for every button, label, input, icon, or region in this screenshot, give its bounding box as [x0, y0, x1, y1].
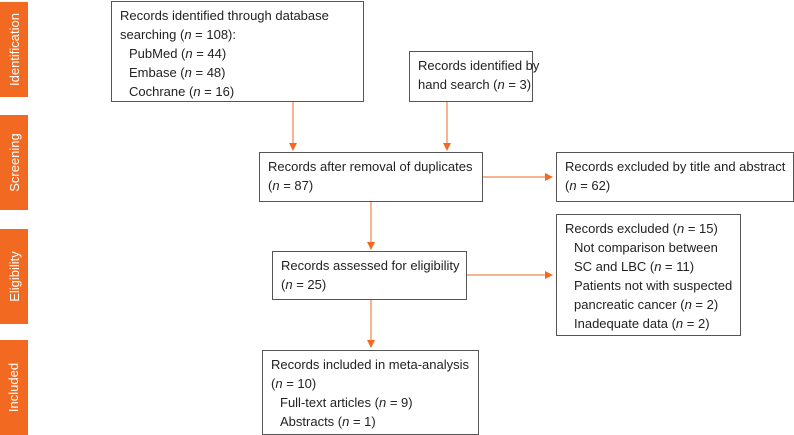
- after-duplicates-line1: Records after removal of duplicates: [268, 159, 473, 174]
- box-database-records: Records identified through database sear…: [111, 1, 364, 102]
- hand-search-line2: hand search (n = 3): [418, 77, 532, 92]
- included-line1: Records included in meta-analysis: [271, 357, 469, 372]
- reason-not-suspected-line2: pancreatic cancer (n = 2): [574, 297, 719, 312]
- source-embase: Embase (n = 48): [129, 65, 226, 80]
- stage-included: Included: [0, 340, 28, 435]
- box-included-meta-analysis: Records included in meta-analysis (n = 1…: [262, 350, 479, 435]
- reason-not-comparison-line1: Not comparison between: [574, 240, 718, 255]
- database-line2: searching (n = 108):: [120, 27, 236, 42]
- box-assessed-eligibility: Records assessed for eligibility (n = 25…: [272, 251, 467, 300]
- source-pubmed: PubMed (n = 44): [129, 46, 227, 61]
- assessed-line1: Records assessed for eligibility: [281, 258, 460, 273]
- box-after-duplicates: Records after removal of duplicates (n =…: [259, 152, 483, 202]
- included-abstracts: Abstracts (n = 1): [280, 414, 376, 429]
- source-cochrane: Cochrane (n = 16): [129, 84, 235, 99]
- after-duplicates-line2: (n = 87): [268, 178, 314, 193]
- hand-search-line1: Records identified by: [418, 58, 540, 73]
- included-full-text: Full-text articles (n = 9): [280, 395, 413, 410]
- included-line2: (n = 10): [271, 376, 317, 391]
- reason-not-suspected-line1: Patients not with suspected: [574, 278, 733, 293]
- reason-not-comparison-line2: SC and LBC (n = 11): [574, 259, 695, 274]
- excluded-reasons-heading: Records excluded (n = 15): [565, 221, 718, 236]
- reason-inadequate-data: Inadequate data (n = 2): [574, 316, 710, 331]
- stage-screening: Screening: [0, 115, 28, 210]
- excluded-title-line1: Records excluded by title and abstract: [565, 159, 786, 174]
- stage-eligibility: Eligibility: [0, 229, 28, 324]
- stage-identification: Identification: [0, 2, 28, 97]
- database-line1: Records identified through database: [120, 8, 329, 23]
- box-excluded-reasons: Records excluded (n = 15) Not comparison…: [556, 214, 741, 336]
- excluded-title-line2: (n = 62): [565, 178, 611, 193]
- assessed-line2: (n = 25): [281, 277, 327, 292]
- box-excluded-title-abstract: Records excluded by title and abstract (…: [556, 152, 794, 202]
- box-hand-search: Records identified by hand search (n = 3…: [409, 51, 540, 102]
